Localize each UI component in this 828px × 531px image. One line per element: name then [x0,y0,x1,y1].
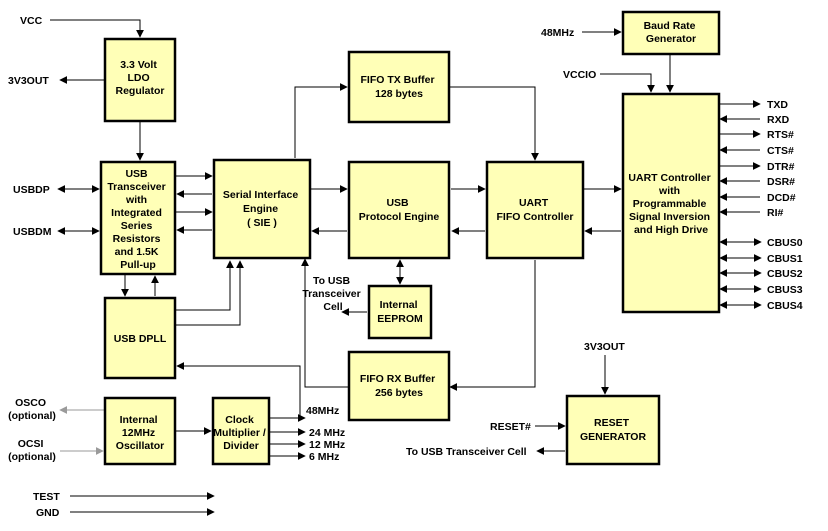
label-3v3out-reset: 3V3OUT [584,341,625,353]
label-cbus2: CBUS2 [767,268,803,280]
label-rts: RTS# [767,129,794,141]
svg-text:Clock Multiplier /: Clock Multiplier / Divider [213,414,268,452]
label-test: TEST [33,491,60,503]
svg-text:Baud Rate Generator: Baud Rate Generator [644,20,699,45]
label-osco: OSCO (optional) [8,397,56,422]
label-clk-6: 6 MHz [309,451,339,463]
wire-dpll-sie-1 [176,260,234,311]
svg-text:UART FIFO Controller: UART FIFO Controller [497,197,574,223]
label-clk-24: 24 MHz [309,427,345,439]
block-usb-transceiver: USB Transceiver with Integrated Series R… [99,160,177,276]
label-txd: TXD [767,99,788,111]
wire-vccio [600,73,655,93]
svg-text:USB Protocol Engine: USB Protocol Engine [359,197,440,223]
block-usb-dpll: USB DPLL [103,296,177,380]
block-uart-fifo-controller: UART FIFO Controller [485,160,585,260]
label-cts: CTS# [767,145,794,157]
label-clk-12: 12 MHz [309,439,345,451]
block-sie: Serial Interface Engine ( SIE ) [212,158,312,260]
label-cbus0: CBUS0 [767,237,803,249]
wire-dpll-sie-2 [176,260,244,326]
block-ldo-regulator: 3.3 Volt LDO Regulator [103,37,177,123]
label-usbdm: USBDM [13,226,52,238]
svg-text:Internal EEPROM: Internal EEPROM [377,299,423,325]
wire-sie-fifotx [294,83,348,158]
block-clock-multiplier: Clock Multiplier / Divider [211,396,271,466]
block-baud-rate-generator: Baud Rate Generator [621,10,721,56]
label-cbus4: CBUS4 [767,300,803,312]
label-to-usb-cell: To USB Transceiver Cell [302,275,363,313]
signal-labels: VCC 3V3OUT USBDP USBDM 48MHz VCCIO To US… [8,15,803,519]
label-dcd: DCD# [767,192,796,204]
label-usbdp: USBDP [13,184,50,196]
wire-uartfifo-fiforx [449,260,536,391]
label-clk-48: 48MHz [306,405,339,417]
svg-text:RESET GENERATOR: RESET GENERATOR [580,417,647,443]
block-fifo-tx: FIFO TX Buffer 128 bytes [347,50,451,124]
wires [50,19,762,516]
svg-text:FIFO RX Buffer 256 bytes: FIFO RX Buffer 256 bytes [360,373,438,399]
label-vcc: VCC [20,15,43,27]
block-usb-protocol-engine: USB Protocol Engine [347,160,451,260]
label-cbus1: CBUS1 [767,253,803,265]
label-ocsi: OCSI (optional) [8,438,56,463]
svg-text:UART Controller with: UART Controller with Programmable Signal… [628,172,713,236]
label-rxd: RXD [767,114,790,126]
wire-fiforx-sie [301,258,349,388]
label-gnd: GND [36,507,60,519]
block-internal-eeprom: Internal EEPROM [367,284,433,340]
svg-text:USB Transceiver wi: USB Transceiver with Integrated Series R… [107,168,168,271]
svg-text:FIFO TX Buffer 128 bytes: FIFO TX Buffer 128 bytes [360,74,437,100]
block-uart-controller: UART Controller with Programmable Signal… [621,92,721,314]
svg-text:Internal 12MHz Osc: Internal 12MHz Oscillator [116,414,164,452]
label-ri: RI# [767,207,784,219]
label-48mhz-top: 48MHz [541,27,574,39]
label-reset-pin: RESET# [490,421,531,433]
block-oscillator: Internal 12MHz Oscillator [103,396,177,466]
svg-text:USB DPLL: USB DPLL [114,333,167,345]
svg-text:Serial Interface Engine: Serial Interface Engine ( SIE ) [223,189,301,229]
svg-text:3.3 Volt LDO Regul: 3.3 Volt LDO Regulator [115,59,164,97]
label-cbus3: CBUS3 [767,284,803,296]
wire-fifotx-uartfifo [450,86,539,161]
wire-vcc [50,19,144,38]
label-dsr: DSR# [767,176,795,188]
wire-48mhz-dpll [176,362,301,418]
label-to-usb-cell-bottom: To USB Transceiver Cell [406,446,527,458]
block-reset-generator: RESET GENERATOR [565,394,661,466]
block-fifo-rx: FIFO RX Buffer 256 bytes [347,350,451,422]
label-3v3out-left: 3V3OUT [8,75,49,87]
label-dtr: DTR# [767,161,795,173]
label-vccio: VCCIO [563,69,596,81]
